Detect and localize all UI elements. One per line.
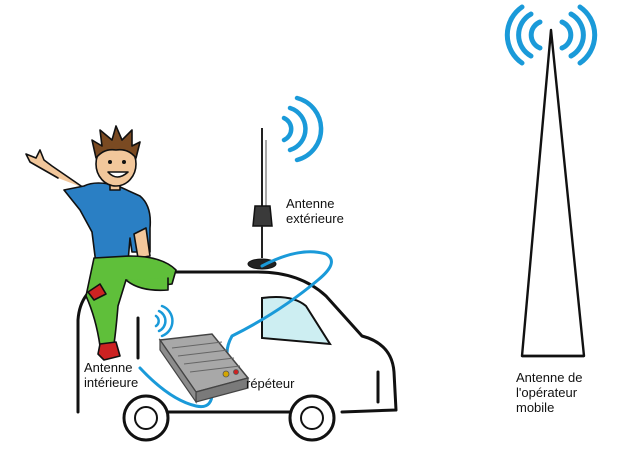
label-exterior-antenna: Antenne extérieure — [286, 196, 344, 226]
label-operator-antenna: Antenne de l'opérateur mobile — [516, 370, 583, 415]
repeater-device-icon — [158, 333, 250, 404]
label-operator-antenna-line2: l'opérateur — [516, 385, 578, 400]
label-exterior-antenna-line1: Antenne — [286, 196, 335, 211]
exterior-antenna-icon — [247, 128, 277, 270]
van-window — [261, 296, 332, 346]
tower-signal-icon — [504, 4, 598, 66]
van-wheel-front — [288, 394, 336, 442]
exterior-signal-icon — [281, 95, 324, 163]
cable-interior — [138, 366, 214, 409]
label-repeater-text: répéteur — [246, 376, 295, 391]
label-repeater: répéteur — [246, 376, 294, 391]
label-operator-antenna-line3: mobile — [516, 400, 555, 415]
label-operator-antenna-line1: Antenne de — [516, 370, 583, 385]
label-interior-antenna-line1: Antenne — [84, 360, 133, 375]
cable-exterior — [225, 250, 333, 370]
van-wheel-rear — [122, 394, 170, 442]
interior-signal-icon — [154, 304, 174, 338]
label-interior-antenna: Antenne intérieure — [84, 360, 138, 390]
cell-tower-icon — [520, 28, 586, 358]
label-exterior-antenna-line2: extérieure — [286, 211, 344, 226]
person-illustration — [25, 125, 177, 361]
label-interior-antenna-line2: intérieure — [84, 375, 139, 390]
